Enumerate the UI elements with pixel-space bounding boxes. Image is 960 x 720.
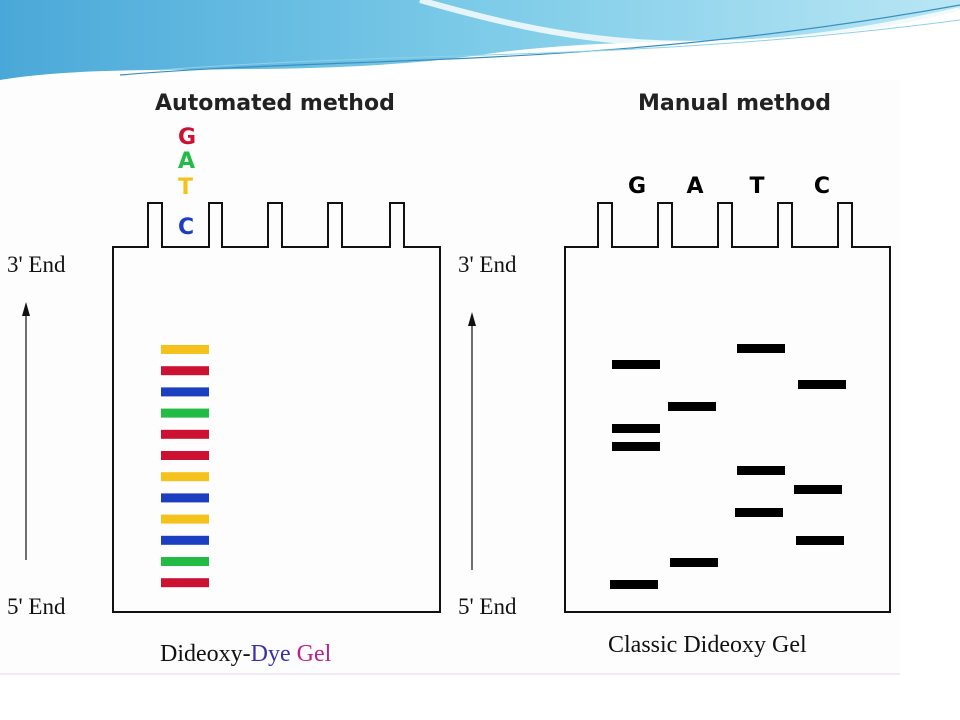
automated-bands	[161, 345, 209, 588]
manual-band-c-3	[796, 536, 844, 545]
manual-band-g-3	[612, 442, 660, 451]
manual-title: Manual method	[638, 91, 831, 116]
automated-letter-a: A	[178, 149, 195, 174]
automated-caption-part-1: Dideoxy-	[160, 641, 251, 667]
manual-lane-t: T	[749, 174, 764, 199]
automated-band-8-blue	[161, 493, 209, 503]
automated-panel: Automated method G A T C 3' End 5' End D…	[7, 91, 441, 667]
manual-caption: Classic Dideoxy Gel	[608, 632, 807, 658]
manual-panel: Manual method G A T C 3' End 5' End Cla	[458, 91, 891, 658]
automated-band-7-yellow	[161, 472, 209, 482]
automated-caption-part-2: Dye	[251, 641, 291, 667]
automated-band-6-red	[161, 451, 209, 460]
automated-band-12-red	[161, 578, 209, 588]
manual-band-t-2	[737, 466, 785, 475]
automated-letter-c: C	[178, 215, 194, 240]
automated-title: Automated method	[155, 91, 395, 116]
manual-band-g-1	[612, 360, 660, 369]
automated-band-3-blue	[161, 387, 209, 397]
manual-arrow-head	[468, 312, 476, 326]
automated-gel-outline	[112, 202, 441, 613]
automated-caption: Dideoxy-Dye Gel	[160, 641, 332, 667]
automated-3-end-label: 3' End	[7, 252, 66, 277]
manual-band-a-2	[670, 558, 718, 567]
manual-band-c-1	[798, 380, 846, 389]
manual-lane-g: G	[628, 174, 646, 199]
automated-letter-t: T	[178, 175, 193, 200]
automated-band-4-green	[161, 408, 209, 418]
manual-lane-a: A	[686, 174, 703, 199]
automated-band-11-green	[161, 557, 209, 566]
header-wave-decoration	[0, 0, 960, 80]
manual-band-g-4	[610, 580, 658, 589]
manual-gel-outline	[564, 202, 891, 613]
manual-band-t-3	[735, 508, 783, 517]
automated-band-5-red	[161, 429, 209, 439]
manual-bands	[610, 344, 846, 589]
sequencing-gel-diagram: Automated method G A T C 3' End 5' End D…	[0, 80, 900, 676]
automated-5-end-label: 5' End	[7, 594, 66, 619]
automated-lane-letters: G A T C	[178, 125, 196, 240]
automated-letter-g: G	[178, 125, 196, 150]
manual-band-g-2	[612, 424, 660, 433]
automated-band-2-red	[161, 366, 209, 376]
manual-band-a-1	[668, 402, 716, 411]
automated-arrow-head	[22, 302, 30, 316]
manual-lane-letters: G A T C	[628, 174, 830, 199]
automated-band-9-yellow	[161, 514, 209, 524]
automated-band-10-blue	[161, 535, 209, 545]
manual-5-end-label: 5' End	[458, 594, 517, 619]
automated-caption-part-4: Gel	[297, 641, 332, 667]
manual-band-t-1	[737, 344, 785, 353]
automated-band-1-yellow	[161, 345, 209, 354]
manual-lane-c: C	[814, 174, 830, 199]
manual-band-c-2	[794, 485, 842, 494]
manual-3-end-label: 3' End	[458, 252, 517, 277]
